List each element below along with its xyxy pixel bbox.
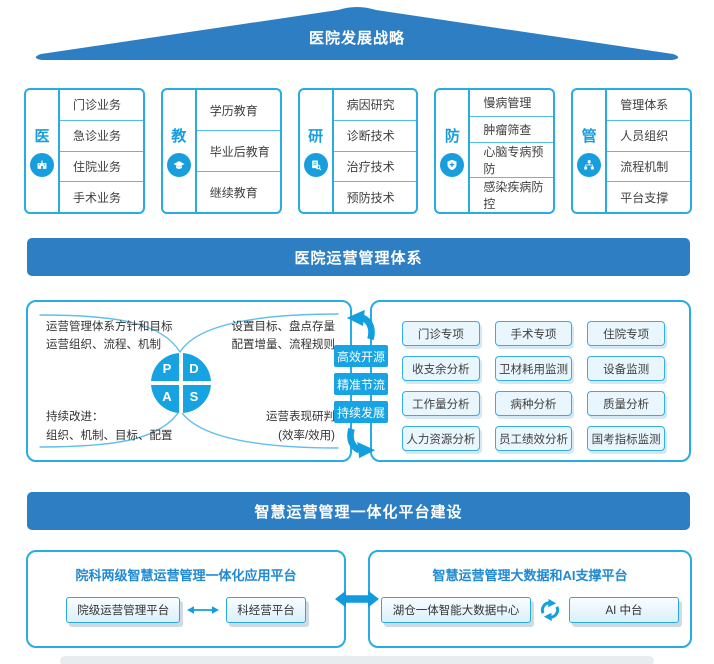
data-platform-title: 智慧运营管理大数据和AI支撑平台	[432, 568, 628, 583]
pillar-row: 医 门诊业务 急诊业务 住院业务 手术业务 教 学历教育 毕业后教	[24, 88, 692, 214]
ai-platform-node: AI 中台	[569, 597, 679, 623]
pillar-education: 教 学历教育 毕业后教育 继续教育	[160, 88, 282, 214]
flow-label: 精准节流	[334, 373, 388, 395]
analysis-item: 设备监测	[587, 356, 665, 381]
app-platform-title: 院科两级智慧运营管理一体化应用平台	[75, 568, 297, 583]
flow-label: 持续发展	[334, 401, 388, 423]
curved-arrow-right-icon	[347, 427, 376, 459]
pdca-letter-a: A	[162, 389, 172, 404]
app-platform-box: 院科两级智慧运营管理一体化应用平台 院级运营管理平台 科经营平台	[26, 550, 346, 648]
pillar-item: 毕业后教育	[196, 130, 280, 171]
platform-banner: 智慧运营管理一体化平台建设	[27, 492, 690, 530]
pillar-management-char: 管	[581, 128, 597, 145]
pdca-note-act: 持续改进： 组织、机制、目标、配置	[46, 411, 173, 442]
analysis-item: 手术专项	[494, 321, 573, 346]
graduation-cap-icon	[166, 153, 191, 177]
pillar-education-char: 教	[171, 128, 187, 145]
pillar-item: 治疗技术	[333, 150, 417, 182]
pdca-note-study: 运营表现研判 (效率/效用)	[266, 411, 335, 442]
analysis-item: 收支余分析	[402, 356, 480, 381]
pillar-item: 手术业务	[60, 181, 143, 212]
flow-connector: 高效开源 精准节流 持续发展	[333, 300, 389, 462]
analysis-item: 门诊专项	[402, 321, 480, 346]
department-platform-node: 科经营平台	[226, 597, 306, 623]
operation-banner: 医院运营管理体系	[27, 238, 690, 276]
strategy-banner-title: 医院发展战略	[308, 30, 405, 47]
data-platform-box: 智慧运营管理大数据和AI支撑平台 湖仓一体智能大数据中心 AI 中台	[368, 550, 692, 648]
analysis-item: 工作量分析	[402, 391, 480, 416]
pillar-item: 肿瘤筛查	[470, 115, 554, 143]
pillar-item: 诊断技术	[333, 119, 417, 151]
pdca-note-plan: 运营管理体系方针和目标 运营组织、流程、机制	[46, 321, 173, 352]
analysis-item: 国考指标监测	[587, 426, 665, 451]
pillar-research: 研 病因研究 诊断技术 治疗技术 预防技术	[297, 88, 419, 214]
pillar-management: 管 管理体系 人员组织 流程机制 平台支撑	[571, 88, 692, 214]
pillar-prevention: 防 慢病管理 肿瘤筛查 心脑专病预防 感染疾病防控	[434, 88, 556, 214]
curved-arrow-left-icon	[346, 309, 375, 341]
pillar-prevention-char: 防	[444, 128, 460, 145]
pillar-item: 住院业务	[60, 150, 143, 182]
analysis-item: 质量分析	[587, 391, 665, 416]
pdca-letter-p: P	[162, 361, 172, 376]
pillar-medical: 医 门诊业务 急诊业务 住院业务 手术业务	[24, 88, 145, 214]
org-chart-icon	[577, 153, 602, 177]
pillar-item: 预防技术	[333, 181, 417, 212]
pillar-research-char: 研	[308, 128, 324, 145]
pillar-item: 病因研究	[346, 98, 395, 113]
thick-double-arrow-icon	[335, 590, 379, 608]
pillar-medical-char: 医	[34, 128, 50, 145]
analysis-item: 住院专项	[587, 321, 665, 346]
pdca-letter-d: D	[189, 361, 199, 376]
pdca-note-do: 设置目标、盘点存量 配置增量、流程规则	[231, 321, 336, 352]
pdca-curves	[39, 313, 339, 449]
footer-strip	[60, 656, 654, 664]
pillar-item: 继续教育	[196, 171, 280, 212]
pillar-item: 人员组织	[607, 119, 690, 151]
analysis-item: 员工绩效分析	[494, 426, 573, 451]
pillar-item: 心脑专病预防	[470, 142, 554, 177]
sync-cycle-icon	[540, 598, 560, 622]
analysis-item: 卫材耗用监测	[494, 356, 573, 381]
pdca-letter-s: S	[189, 389, 199, 404]
analysis-grid: 门诊专项 手术专项 住院专项 收支余分析 卫材耗用监测 设备监测 工作量分析 病…	[370, 300, 691, 462]
pillar-item: 学历教育	[209, 103, 258, 118]
analysis-item: 病种分析	[494, 391, 573, 416]
pillar-item: 慢病管理	[483, 96, 532, 111]
pillar-item: 急诊业务	[60, 119, 143, 151]
pillar-item: 感染疾病防控	[470, 177, 554, 212]
hospital-icon	[30, 153, 54, 177]
data-lake-node: 湖仓一体智能大数据中心	[381, 597, 531, 623]
pillar-item: 流程机制	[607, 150, 690, 182]
double-arrow-icon	[187, 606, 220, 614]
shield-icon	[440, 153, 465, 177]
pillar-item: 门诊业务	[73, 98, 122, 113]
pdca-circle: P D A S	[151, 353, 211, 413]
pdca-box: 运营管理体系方针和目标 运营组织、流程、机制 设置目标、盘点存量 配置增量、流程…	[26, 300, 352, 462]
pillar-item: 管理体系	[620, 98, 669, 113]
flow-label: 高效开源	[334, 345, 388, 367]
research-icon	[303, 153, 328, 177]
analysis-item: 人力资源分析	[402, 426, 480, 451]
strategy-roof-shape	[35, 7, 679, 60]
pillar-item: 平台支撑	[607, 181, 690, 212]
hospital-level-platform-node: 院级运营管理平台	[66, 597, 181, 623]
